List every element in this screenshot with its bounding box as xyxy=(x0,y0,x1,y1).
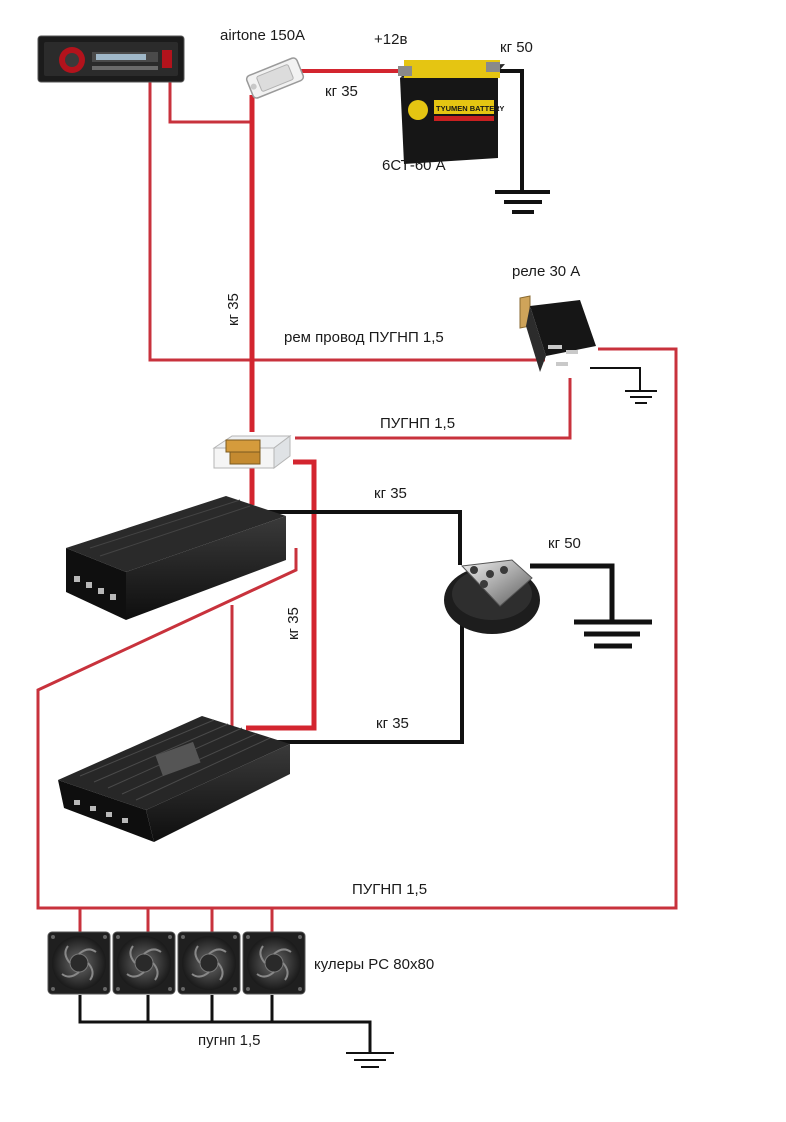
ground-block-wire-label: кг 50 xyxy=(548,535,581,552)
amp-fan-wire xyxy=(36,548,298,910)
relay-icon xyxy=(519,295,596,372)
remote-wire-label: рем провод ПУГНП 1,5 xyxy=(284,329,444,346)
ground-symbol-icon xyxy=(625,390,657,404)
ground-symbol-icon xyxy=(346,1052,394,1068)
relay-ground-wire xyxy=(590,367,641,390)
ground-terminal-icon xyxy=(444,559,540,634)
fan-icon xyxy=(242,931,306,995)
head-unit-icon xyxy=(37,35,185,83)
ground-symbol-icon xyxy=(574,619,652,649)
fuse-main-label: airtone 150A xyxy=(220,27,305,44)
battery-to-fuse-wire-label: кг 35 xyxy=(325,83,358,100)
battery-brand-text: TYUMEN BATTERY xyxy=(436,104,504,113)
battery-model-label: 6СТ-60 А xyxy=(382,157,446,174)
relay-to-block-wire xyxy=(295,378,572,440)
main-power-wire-label: кг 35 xyxy=(225,293,242,326)
amplifier-icon xyxy=(58,716,290,842)
fan-icon xyxy=(47,931,111,995)
relay-fan-wire xyxy=(78,347,678,932)
block-ground-wire xyxy=(530,563,615,620)
amp1-ground-wire-label: кг 35 xyxy=(374,485,407,502)
relay-label: реле 30 А xyxy=(512,263,580,280)
amp2-power-wire xyxy=(246,459,317,731)
labels: airtone 150A +12в кг 50 кг 35 6СТ-60 А р… xyxy=(198,27,581,1049)
ground-symbol-icon xyxy=(495,190,550,214)
fan-power-wire-label: ПУГНП 1,5 xyxy=(352,881,427,898)
wires xyxy=(36,69,678,1052)
remote-wire xyxy=(148,82,545,362)
battery-icon: TYUMEN BATTERY xyxy=(398,60,505,164)
battery-ground-wire-label: кг 50 xyxy=(500,39,533,56)
amplifier-icon xyxy=(66,496,286,620)
battery-ground-wire xyxy=(500,69,524,190)
fans-label: кулеры PC 80x80 xyxy=(314,956,434,973)
battery-plus-label: +12в xyxy=(374,31,407,48)
fan-icon xyxy=(177,931,241,995)
distribution-block-icon xyxy=(212,435,292,469)
amp2-power-wire-label: кг 35 xyxy=(285,607,302,640)
amp1-ground-wire xyxy=(262,510,462,565)
fan-icon xyxy=(112,931,176,995)
amp2-ground-wire xyxy=(246,612,464,744)
relay-to-block-wire-label: ПУГНП 1,5 xyxy=(380,415,455,432)
fan-ground-wire-label: пугнп 1,5 xyxy=(198,1032,261,1049)
fan-ground-wire xyxy=(78,995,372,1052)
amp2-ground-wire-label: кг 35 xyxy=(376,715,409,732)
head-unit-power-wire xyxy=(168,82,252,124)
fuse-holder-icon xyxy=(245,57,305,99)
